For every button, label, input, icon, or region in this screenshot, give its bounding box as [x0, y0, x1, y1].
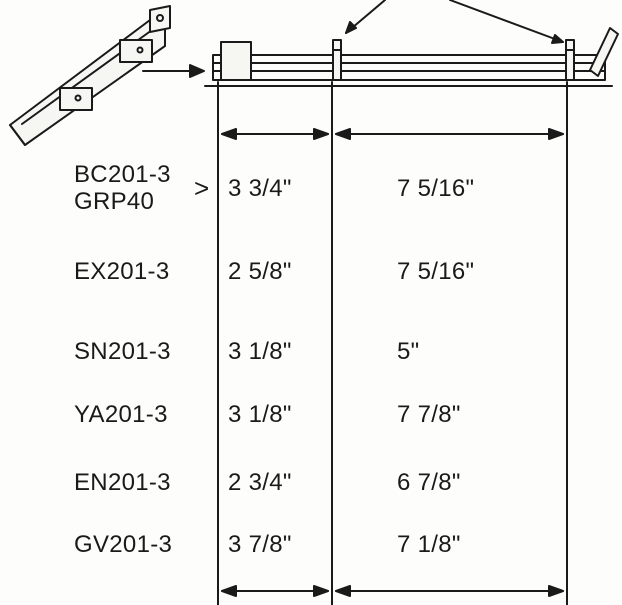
sketch-pointer-arrow	[142, 64, 205, 78]
part-number: EN201-3	[74, 469, 171, 496]
dimension-a: 3 7/8"	[228, 531, 292, 558]
part-number: BC201-3	[74, 161, 171, 188]
dimension-b: 7 7/8"	[397, 401, 461, 428]
dimension-b: 7 1/8"	[397, 531, 461, 558]
bracket-callout-arrows	[345, 0, 564, 44]
row-marker: >	[194, 173, 210, 203]
dimension-extension-lines	[217, 81, 568, 605]
dimension-b: 7 5/16"	[397, 175, 475, 202]
dimension-a: 2 5/8"	[228, 258, 292, 285]
dimension-b: 7 5/16"	[397, 258, 475, 285]
rail-side-view	[204, 27, 619, 87]
dimension-a: 3 1/8"	[228, 401, 292, 428]
part-number: SN201-3	[74, 338, 171, 365]
rail-isometric-sketch	[9, 5, 171, 146]
part-number-alt: GRP40	[74, 188, 155, 215]
dimension-a: 3 3/4"	[228, 175, 292, 202]
part-number: EX201-3	[74, 258, 170, 285]
dimension-b: 6 7/8"	[397, 469, 461, 496]
dimension-b: 5"	[397, 338, 420, 365]
top-dimension-lines	[221, 128, 564, 140]
bottom-dimension-lines	[221, 585, 564, 597]
dimension-a: 2 3/4"	[228, 469, 292, 496]
dimension-a: 3 1/8"	[228, 338, 292, 365]
part-number: GV201-3	[74, 531, 173, 558]
part-number: YA201-3	[74, 401, 168, 428]
